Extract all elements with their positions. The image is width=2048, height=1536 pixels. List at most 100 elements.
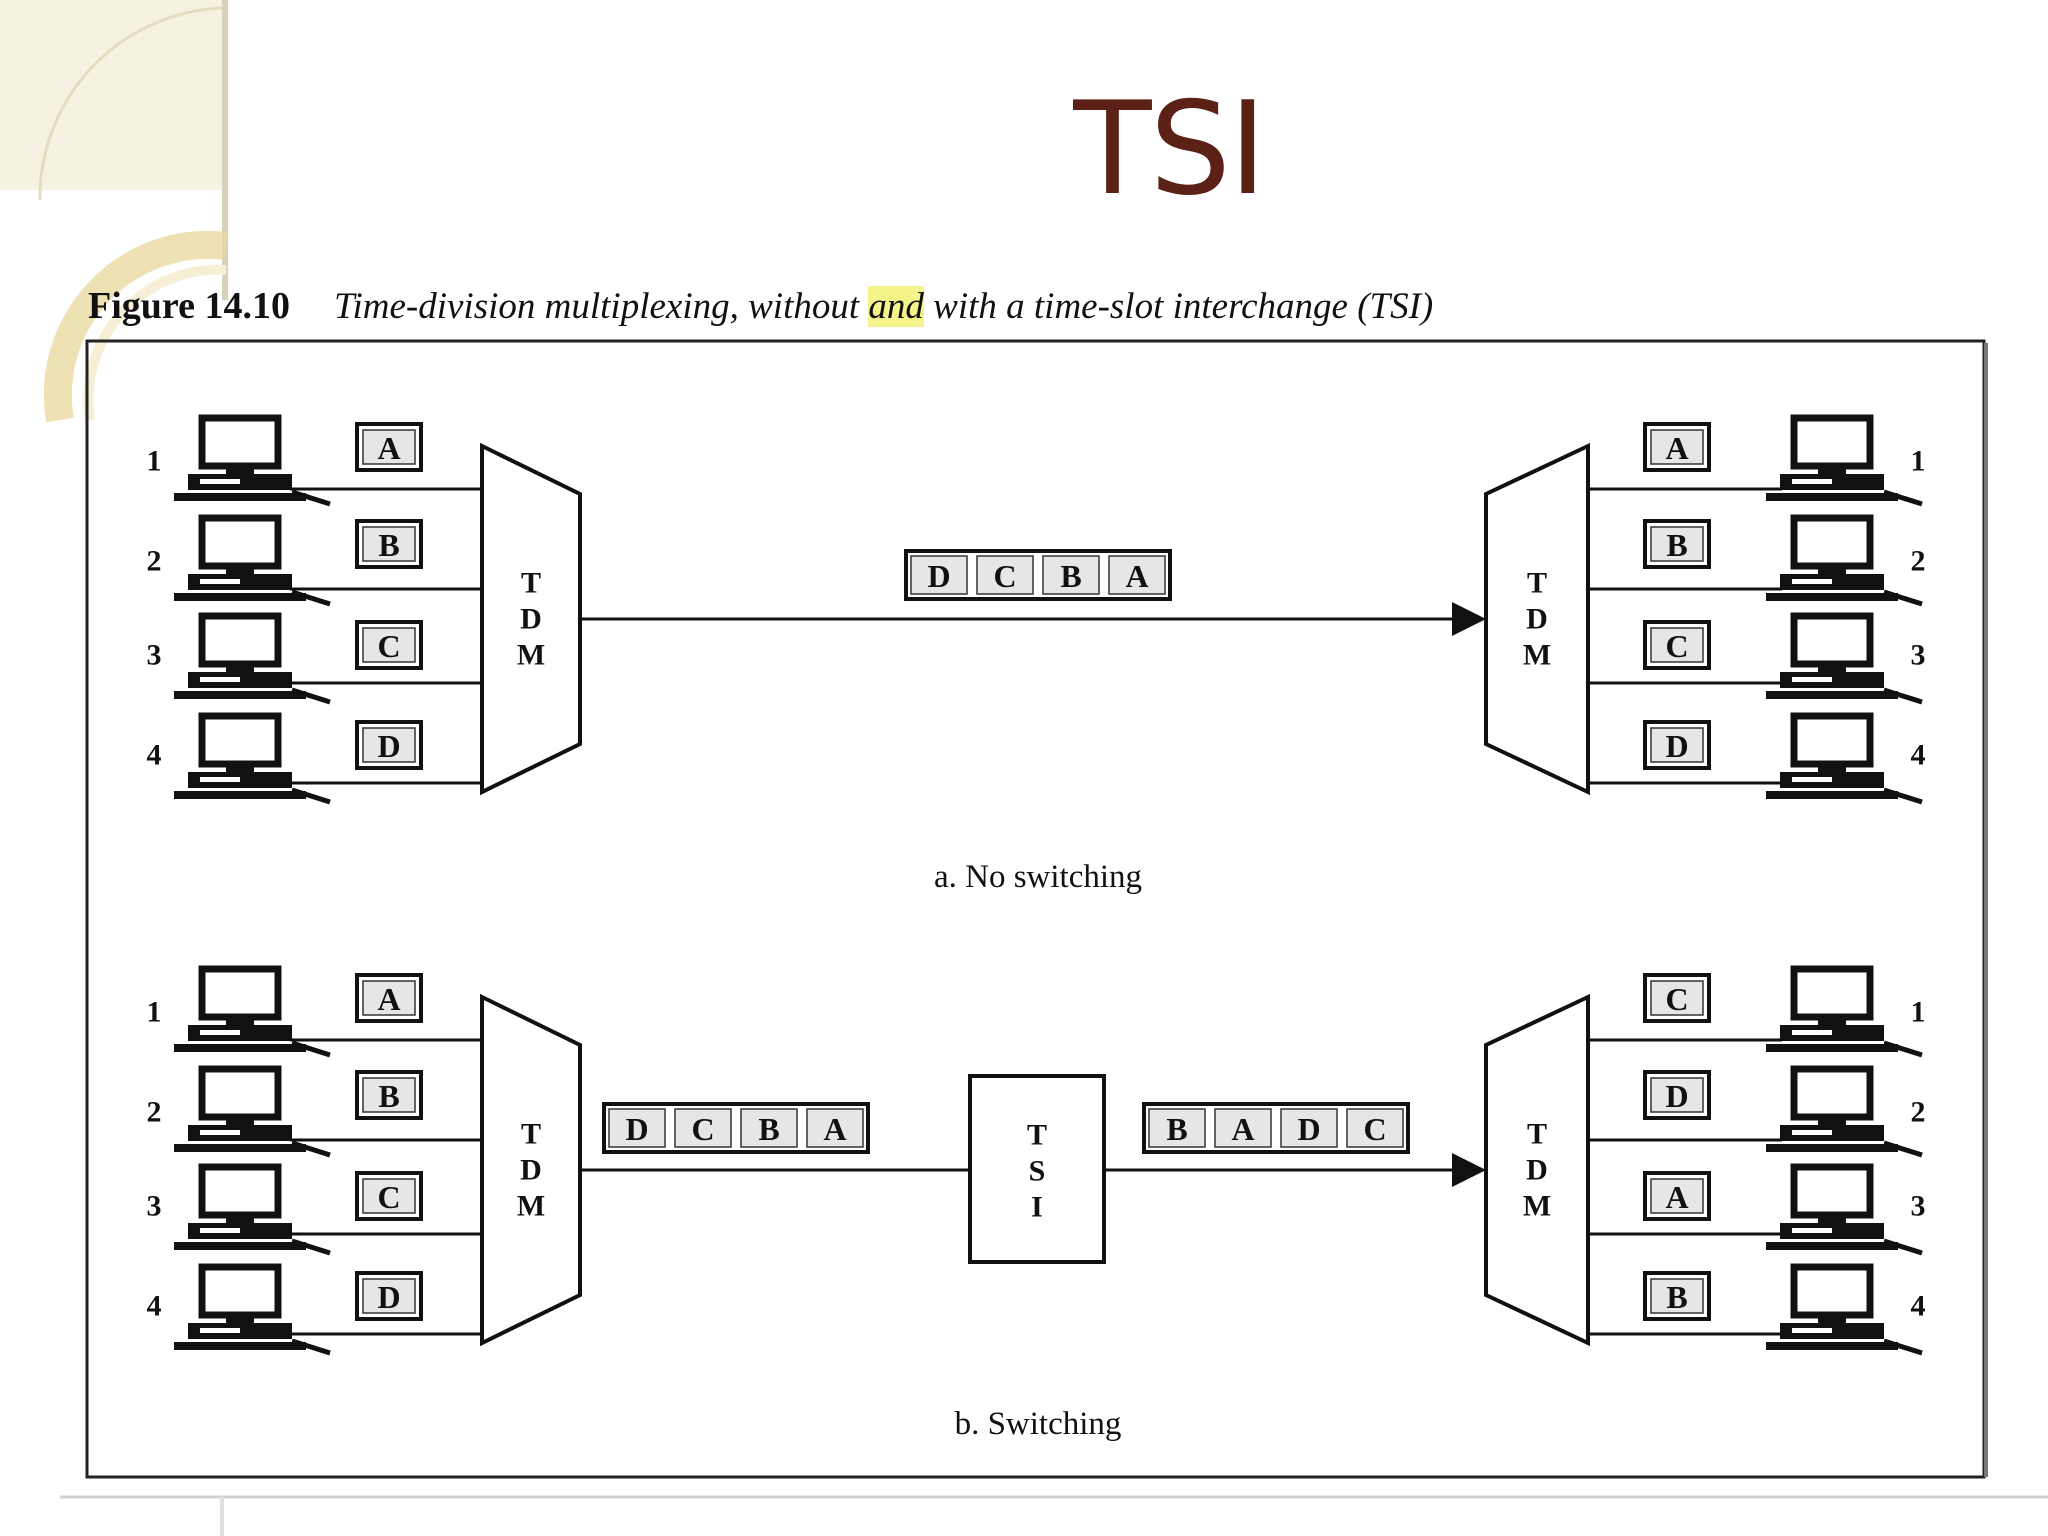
station-number: 3 bbox=[1911, 639, 1926, 672]
frame-slot bbox=[1346, 1108, 1404, 1148]
slot-letter: D bbox=[1665, 1078, 1688, 1114]
slot-letter: D bbox=[377, 1279, 400, 1315]
slot-letter: C bbox=[377, 628, 400, 664]
slot-box-inner bbox=[1650, 727, 1704, 763]
mux-shape bbox=[480, 993, 582, 1347]
slot-letter: C bbox=[1665, 628, 1688, 664]
station-number: 3 bbox=[147, 639, 162, 672]
computer-drive-slot bbox=[200, 677, 240, 682]
computer-stand bbox=[1818, 664, 1846, 672]
slot-letter: B bbox=[378, 527, 399, 563]
computer-drive-slot bbox=[1792, 677, 1832, 682]
right-slot-box: C bbox=[1643, 620, 1711, 670]
mux-letter: M bbox=[517, 639, 545, 672]
computer-cable bbox=[1883, 1238, 1923, 1256]
right-slot-box: D bbox=[1643, 1070, 1711, 1120]
computer-monitor bbox=[1790, 1263, 1874, 1319]
mux-letter: T bbox=[1527, 1118, 1547, 1151]
slot-letter: B bbox=[378, 1078, 399, 1114]
computer-monitor bbox=[198, 612, 282, 668]
computer-monitor bbox=[1790, 965, 1874, 1021]
computer-keyboard bbox=[1766, 493, 1898, 501]
computer-monitor bbox=[198, 1163, 282, 1219]
station-number: 3 bbox=[147, 1190, 162, 1223]
slide-decoration bbox=[0, 0, 228, 423]
frame-slot-letter: B bbox=[758, 1111, 779, 1147]
computer-drive-slot bbox=[1792, 1228, 1832, 1233]
computer-drive-slot bbox=[1792, 777, 1832, 782]
left-computer bbox=[174, 1065, 331, 1158]
computer-stand bbox=[1818, 1017, 1846, 1025]
slot-box-inner bbox=[362, 1178, 416, 1214]
slot-box-inner bbox=[362, 980, 416, 1016]
computer-cable bbox=[291, 687, 331, 705]
slot-box-inner bbox=[362, 1077, 416, 1113]
frame-slot bbox=[1108, 555, 1166, 595]
slot-box-inner bbox=[1650, 429, 1704, 465]
right-slot-box: A bbox=[1643, 422, 1711, 472]
tsi-box: TSI bbox=[968, 1074, 1106, 1264]
right-slot-box: B bbox=[1643, 1271, 1711, 1321]
station-number: 1 bbox=[147, 445, 162, 478]
computer-monitor bbox=[1790, 1163, 1874, 1219]
computer-stand bbox=[226, 566, 254, 574]
slot-letter: D bbox=[1665, 728, 1688, 764]
slot-box-inner bbox=[1650, 1278, 1704, 1314]
mux-tdm-right: TDM bbox=[1484, 993, 1590, 1347]
frame-slot-letter: C bbox=[1363, 1111, 1386, 1147]
slot-box-inner bbox=[1650, 1077, 1704, 1113]
station-number: 4 bbox=[147, 1290, 162, 1323]
station-number: 4 bbox=[1911, 739, 1926, 772]
left-computer bbox=[174, 414, 331, 507]
computer-keyboard bbox=[174, 593, 306, 601]
left-slot-box: C bbox=[355, 620, 423, 670]
computer-monitor bbox=[1790, 414, 1874, 470]
computer-cable bbox=[291, 1238, 331, 1256]
mux-shape bbox=[480, 442, 582, 796]
frame-slot-letter: D bbox=[625, 1111, 648, 1147]
computer-stand bbox=[1818, 764, 1846, 772]
slot-letter: B bbox=[1666, 1279, 1687, 1315]
mux-letter: T bbox=[521, 1118, 541, 1151]
frame-slot bbox=[910, 555, 968, 595]
frame-slot bbox=[806, 1108, 864, 1148]
left-computer bbox=[174, 1163, 331, 1256]
computer-keyboard bbox=[1766, 691, 1898, 699]
slot-letter: A bbox=[377, 981, 400, 1017]
figure-label: Figure 14.10 bbox=[88, 285, 290, 327]
computer-stand bbox=[226, 664, 254, 672]
slot-box-inner bbox=[1650, 1178, 1704, 1214]
left-computer bbox=[174, 514, 331, 607]
slot-box-inner bbox=[362, 1278, 416, 1314]
slot-box-inner bbox=[1650, 526, 1704, 562]
right-computer bbox=[1766, 1163, 1923, 1256]
frame-slot bbox=[608, 1108, 666, 1148]
slot-letter: A bbox=[1665, 430, 1688, 466]
computer-keyboard bbox=[174, 791, 306, 799]
frame-slot bbox=[740, 1108, 798, 1148]
left-computer bbox=[174, 1263, 331, 1356]
computer-drive-slot bbox=[200, 1030, 240, 1035]
computer-monitor bbox=[1790, 712, 1874, 768]
station-number: 2 bbox=[1911, 1096, 1926, 1129]
station-number: 2 bbox=[147, 545, 162, 578]
computer-monitor bbox=[198, 965, 282, 1021]
computer-drive-slot bbox=[1792, 579, 1832, 584]
mux-letter: T bbox=[1527, 567, 1547, 600]
left-computer bbox=[174, 612, 331, 705]
mux-letter: D bbox=[520, 603, 542, 636]
computer-cable bbox=[291, 1040, 331, 1058]
figure-frame-shadow bbox=[1984, 343, 1988, 1477]
trunk-arrowhead bbox=[1452, 602, 1486, 636]
computer-monitor bbox=[1790, 612, 1874, 668]
panel-a-caption: a. No switching bbox=[934, 859, 1142, 895]
right-computer bbox=[1766, 1065, 1923, 1158]
mux-letter: T bbox=[521, 567, 541, 600]
slot-box-inner bbox=[362, 429, 416, 465]
computer-cable bbox=[1883, 589, 1923, 607]
slot-letter: A bbox=[1665, 1179, 1688, 1215]
mux-letter: D bbox=[1526, 603, 1548, 636]
